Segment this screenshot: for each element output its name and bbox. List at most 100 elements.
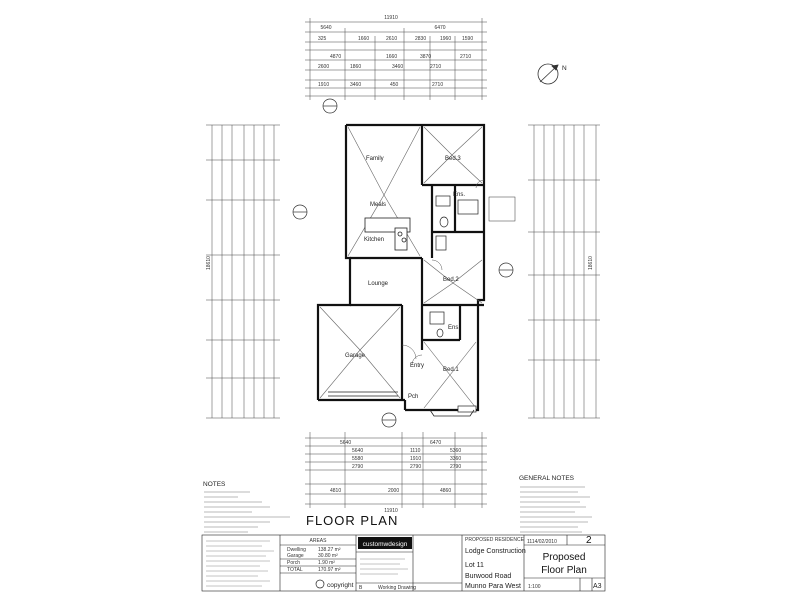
general-notes-heading: GENERAL NOTES: [519, 475, 575, 482]
svg-text:1660: 1660: [386, 54, 397, 60]
svg-text:1960: 1960: [440, 36, 451, 42]
svg-text:4860: 4860: [440, 488, 451, 494]
brand-logo: customwdesign: [358, 537, 412, 549]
area-label-0: Dwelling: [287, 547, 306, 553]
svg-text:5360: 5360: [450, 448, 461, 454]
svg-text:5640: 5640: [352, 448, 363, 454]
bottom-dimensions: [305, 432, 487, 508]
client-name: Lodge Construction: [465, 548, 526, 555]
svg-text:450: 450: [390, 82, 399, 88]
section-marker-left-icon: [292, 204, 308, 220]
svg-text:customwdesign: customwdesign: [363, 541, 408, 548]
kitchen-island: [364, 217, 411, 251]
room-lounge: Lounge: [368, 281, 389, 287]
svg-text:2710: 2710: [430, 64, 441, 70]
ceiling-lines: [319, 126, 483, 409]
area-value-3: 170.97 m²: [318, 567, 341, 573]
svg-text:2610: 2610: [386, 36, 397, 42]
building-walls: [316, 123, 486, 412]
working-drawing: Working Drawing: [378, 585, 416, 591]
lot-number: Lot 11: [465, 562, 484, 569]
notes-lines: [204, 491, 290, 533]
svg-text:1590: 1590: [462, 36, 473, 42]
dim-bottom-overall: 11910: [384, 508, 398, 514]
svg-text:1660: 1660: [358, 36, 369, 42]
title-block-fine-lines: [206, 540, 408, 587]
svg-text:6470: 6470: [430, 440, 441, 446]
section-marker-right-icon: [498, 262, 514, 278]
north-arrow-icon: N: [537, 63, 567, 85]
room-ens-bottom: Ens.: [448, 325, 460, 331]
proposed-residence: PROPOSED RESIDENCE: [465, 537, 525, 543]
areas-heading: AREAS: [310, 538, 328, 544]
street-name: Burwood Road: [465, 573, 511, 580]
svg-text:1910: 1910: [318, 82, 329, 88]
svg-text:N: N: [562, 65, 567, 72]
room-bed2: Bed.2: [443, 277, 459, 283]
sheet-title-1: Proposed: [543, 552, 586, 563]
room-bed1: Bed.1: [443, 367, 459, 373]
garage-door: [328, 391, 398, 397]
bathroom-fixtures: [429, 195, 479, 413]
svg-text:5580: 5580: [352, 456, 363, 462]
notes-heading: NOTES: [203, 481, 226, 488]
dim-top-right: 6470: [434, 25, 445, 31]
dim-overall-top: 11910: [384, 15, 398, 21]
area-label-3: TOTAL: [287, 567, 303, 573]
svg-text:1910: 1910: [410, 456, 421, 462]
revision: B: [359, 585, 363, 591]
dim-left-overall: 18610: [206, 256, 212, 270]
svg-text:2790: 2790: [450, 464, 461, 470]
svg-text:3460: 3460: [392, 64, 403, 70]
room-bed3: Bed.3: [445, 156, 461, 162]
room-kitchen: Kitchen: [364, 237, 384, 243]
dim-right-overall: 18610: [588, 256, 594, 270]
svg-text:4870: 4870: [330, 54, 341, 60]
left-dimensions: [206, 124, 280, 419]
door-swings: [401, 179, 485, 366]
suburb-name: Munno Para West: [465, 583, 521, 590]
section-marker-top-icon: [322, 98, 338, 114]
room-porch: Pch: [408, 394, 418, 400]
copyright-icon: [315, 579, 325, 589]
svg-text:5640: 5640: [340, 440, 351, 446]
bay-window: [429, 409, 475, 417]
svg-text:2790: 2790: [410, 464, 421, 470]
job-number: 1114/02/2010: [527, 539, 557, 545]
section-marker-bottom-icon: [381, 412, 397, 428]
area-value-1: 30.80 m²: [318, 553, 338, 559]
sheet-number: 2: [586, 535, 592, 546]
svg-text:2000: 2000: [388, 488, 399, 494]
sheet-title-2: Floor Plan: [541, 565, 587, 576]
svg-text:3460: 3460: [350, 82, 361, 88]
dim-top-left: 5640: [320, 25, 331, 31]
svg-text:1860: 1860: [350, 64, 361, 70]
area-label-1: Garage: [287, 553, 304, 559]
svg-text:4810: 4810: [330, 488, 341, 494]
svg-text:2830: 2830: [415, 36, 426, 42]
title-block: [201, 534, 606, 592]
right-dimensions: [528, 124, 600, 419]
svg-text:2710: 2710: [460, 54, 471, 60]
sheet-size: A3: [593, 583, 602, 590]
room-meals: Meals: [370, 202, 386, 208]
area-value-0: 138.27 m²: [318, 547, 341, 553]
svg-text:3870: 3870: [420, 54, 431, 60]
area-label-2: Porch: [287, 560, 300, 566]
room-entry: Entry: [410, 363, 424, 369]
svg-text:2710: 2710: [432, 82, 443, 88]
area-value-2: 1.90 m²: [318, 560, 335, 566]
svg-text:2600: 2600: [318, 64, 329, 70]
general-notes-lines: [520, 486, 592, 533]
copyright-text: copyright: [327, 582, 354, 589]
room-garage: Garage: [345, 353, 366, 359]
top-dim-numbers: 325 1660 2610 2830 1960 1590 4870 1660 3870 2710…: [318, 36, 473, 88]
annotation-box: [488, 196, 516, 222]
top-dimensions: [305, 18, 487, 100]
svg-text:3360: 3360: [450, 456, 461, 462]
scale: 1:100: [528, 584, 541, 590]
svg-text:2790: 2790: [352, 464, 363, 470]
svg-text:325: 325: [318, 36, 327, 42]
